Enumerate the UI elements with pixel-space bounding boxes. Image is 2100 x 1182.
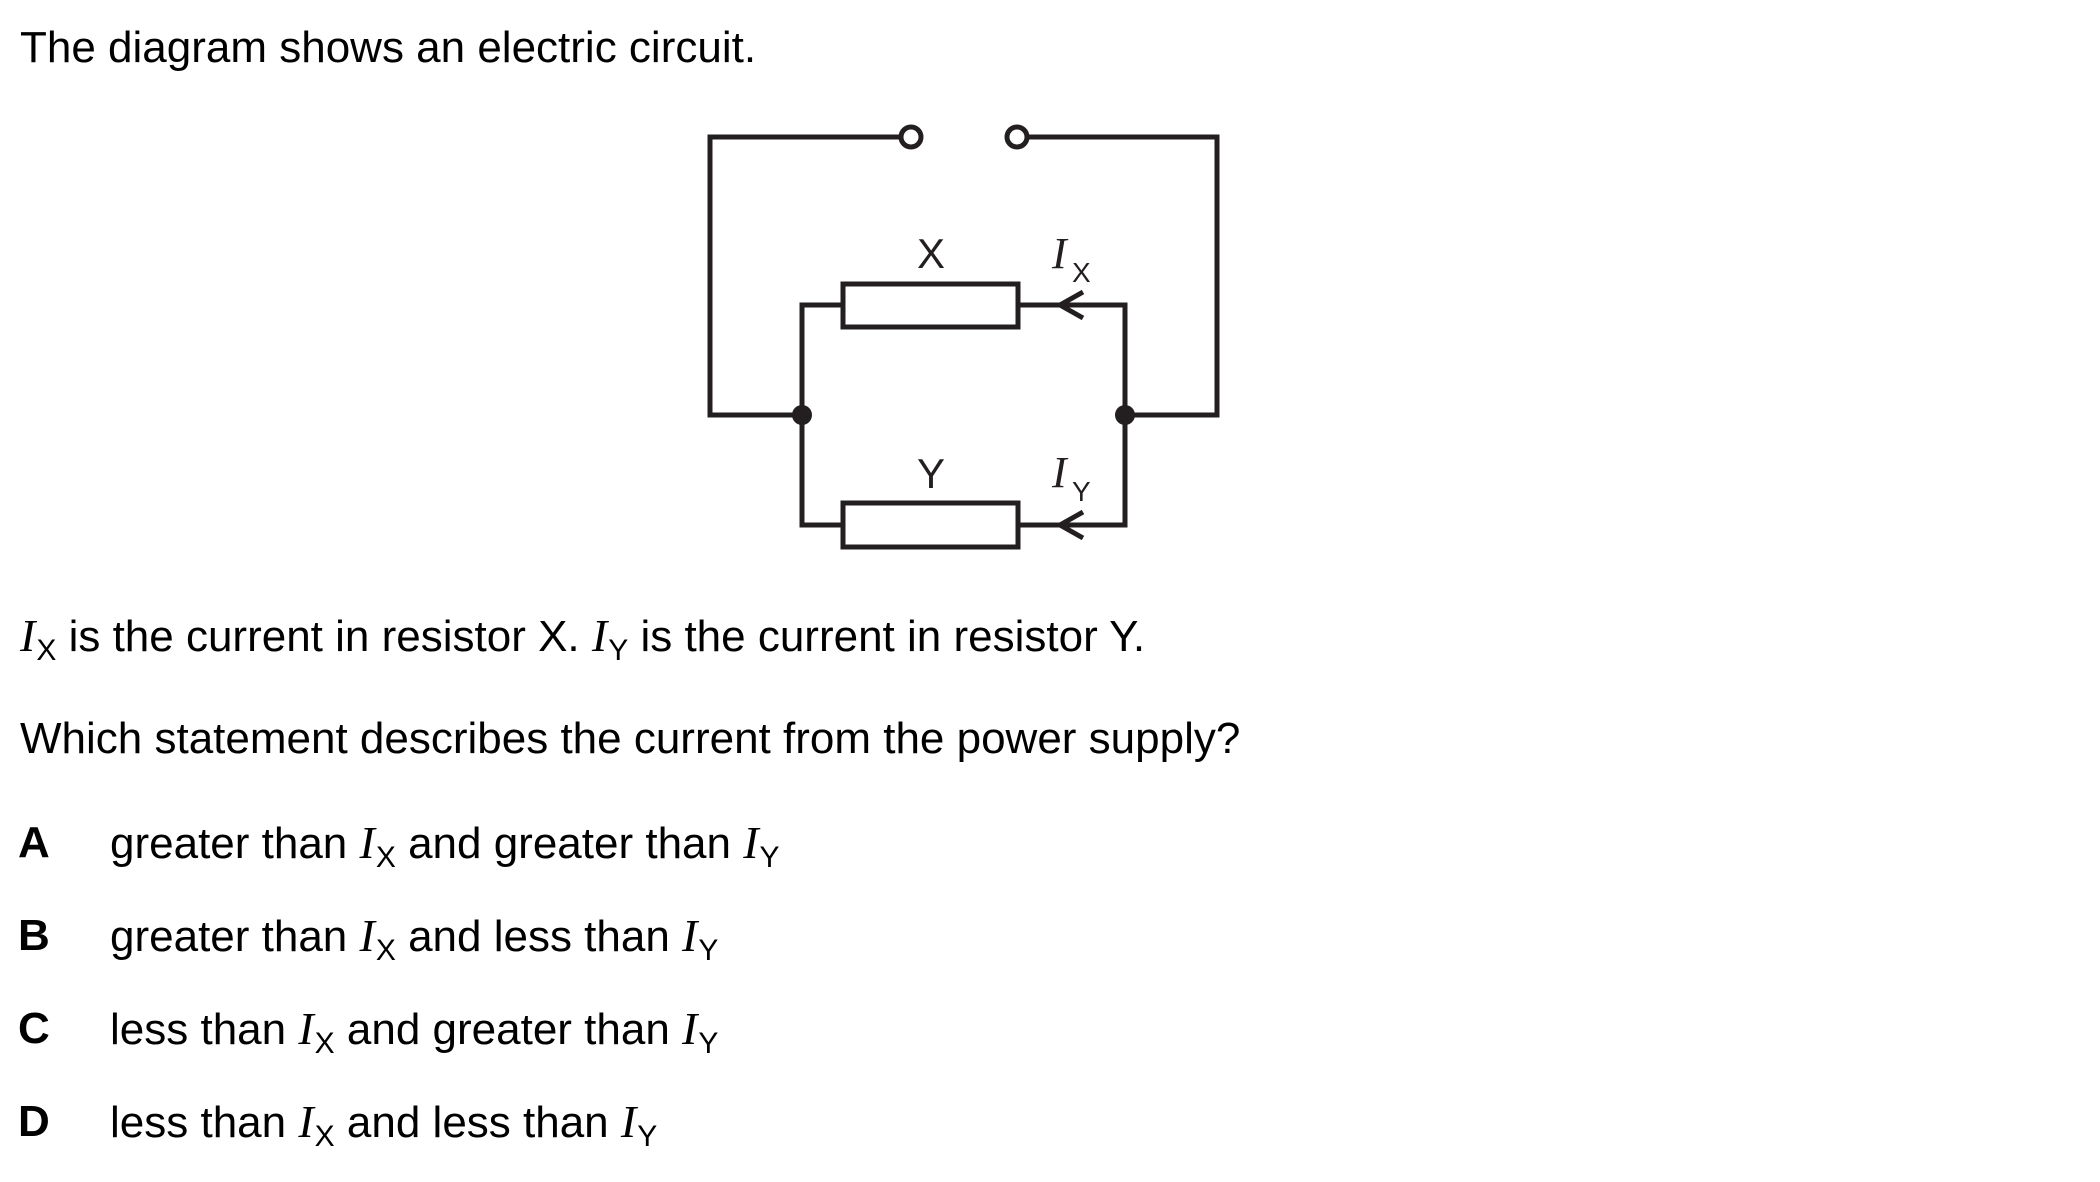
current-y-symbol: I — [743, 817, 759, 868]
current-y-subscript: Y — [1072, 476, 1091, 507]
option-text-mid: and greater than — [395, 819, 744, 868]
current-x-subscript: X — [314, 1027, 335, 1060]
current-x-subscript: X — [375, 841, 396, 874]
current-y-subscript: Y — [637, 1120, 658, 1153]
current-x-definition: is the current in resistor X. — [56, 612, 592, 661]
intro-text: The diagram shows an electric circuit. — [20, 23, 757, 72]
current-y-symbol: I — [620, 1096, 637, 1147]
option-text: greater than IX and less than IY — [110, 912, 719, 968]
option-letter: C — [18, 1004, 50, 1053]
current-x-subscript: X — [314, 1120, 335, 1153]
resistor-x-label: X — [917, 230, 945, 277]
junction-left-icon — [792, 405, 812, 425]
current-x-symbol: I — [1051, 229, 1069, 278]
wire-right-outer — [1025, 134, 1220, 418]
junction-right-icon — [1115, 405, 1135, 425]
option-text-pre: less than — [110, 1098, 299, 1147]
current-definitions: IX is the current in resistor X. IY is t… — [20, 612, 1146, 668]
current-x-symbol: I — [359, 910, 375, 961]
current-x-symbol: I — [298, 1096, 314, 1147]
wire-branch-y — [799, 412, 846, 528]
resistor-x — [840, 281, 1021, 330]
option-text: less than IX and greater than IY — [110, 1005, 719, 1061]
option-letter: A — [18, 818, 50, 867]
current-x-subscript: X — [1072, 257, 1091, 288]
current-x-label: I X — [1051, 229, 1091, 288]
option-text-pre: greater than — [110, 912, 360, 961]
option-text-pre: less than — [110, 1005, 299, 1054]
option-text-mid: and less than — [395, 912, 683, 961]
wire-branch-x-right — [1015, 302, 1128, 418]
wire-left-outer — [707, 134, 903, 418]
current-y-subscript: Y — [698, 1027, 719, 1060]
arrow-current-y-icon — [1054, 509, 1085, 541]
question-text: Which statement describes the current fr… — [20, 714, 1241, 763]
current-y-subscript: Y — [698, 934, 719, 967]
current-y-definition: is the current in resistor Y. — [628, 612, 1146, 661]
resistor-y — [840, 500, 1021, 550]
current-x-symbol: I — [359, 817, 375, 868]
option-text: greater than IX and greater than IY — [110, 819, 780, 875]
current-y-symbol: I — [591, 610, 608, 661]
option-letter: D — [18, 1097, 50, 1146]
resistor-y-label: Y — [917, 450, 945, 497]
current-y-subscript: Y — [759, 841, 780, 874]
option-text: less than IX and less than IY — [110, 1098, 658, 1154]
current-y-subscript: Y — [608, 634, 629, 667]
current-y-symbol: I — [1051, 448, 1069, 497]
arrow-current-x-icon — [1054, 289, 1085, 321]
current-x-symbol: I — [20, 610, 36, 661]
wire-branch-y-right — [1015, 412, 1128, 528]
terminal-right-icon — [1004, 124, 1030, 150]
wire-branch-x — [799, 302, 846, 418]
current-y-symbol: I — [682, 1003, 698, 1054]
option-letter: B — [18, 911, 50, 960]
terminal-left-icon — [898, 124, 924, 150]
current-x-subscript: X — [36, 634, 57, 667]
current-x-symbol: I — [298, 1003, 314, 1054]
option-text-mid: and less than — [334, 1098, 621, 1147]
current-x-subscript: X — [375, 934, 396, 967]
current-y-label: I Y — [1051, 448, 1091, 507]
option-text-mid: and greater than — [334, 1005, 683, 1054]
current-y-symbol: I — [682, 910, 698, 961]
option-text-pre: greater than — [110, 819, 360, 868]
